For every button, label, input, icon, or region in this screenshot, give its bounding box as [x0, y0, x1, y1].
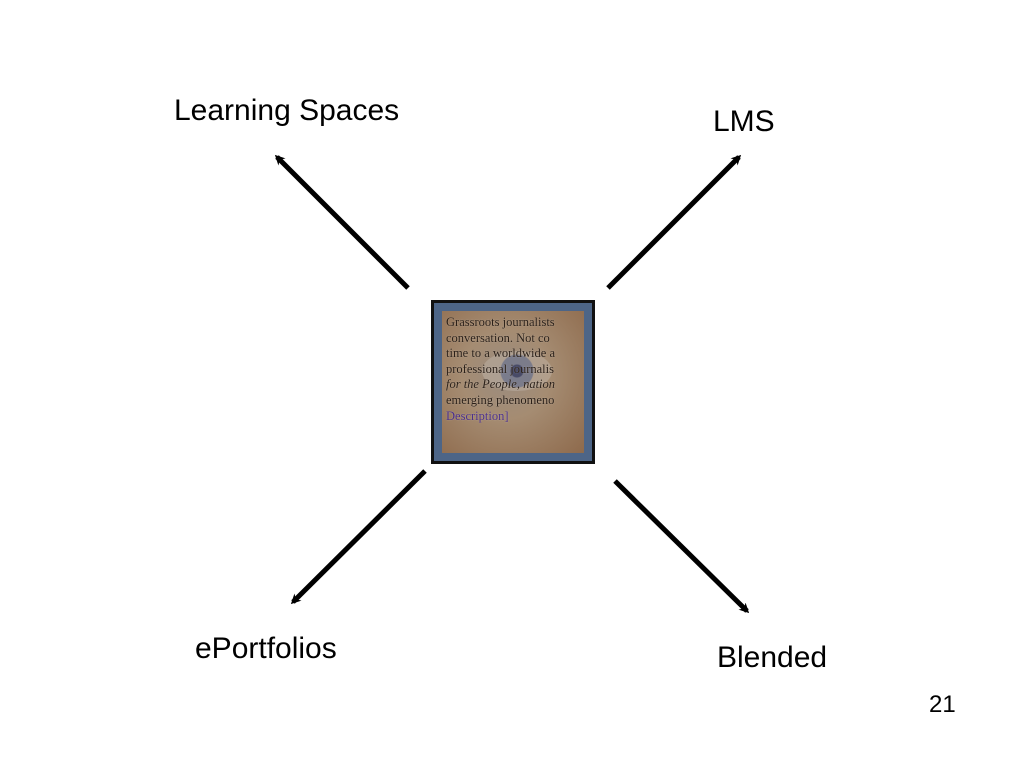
image-text-line: Description]	[446, 408, 509, 423]
arrow-learning-spaces	[274, 154, 410, 290]
image-text-line: time to a worldwide a	[446, 346, 555, 361]
label-lms: LMS	[713, 105, 775, 138]
label-learning-spaces: Learning Spaces	[174, 94, 400, 127]
arrow-blended	[613, 479, 750, 614]
label-eportfolios: ePortfolios	[195, 632, 337, 665]
image-text-line: for the People, nation	[446, 377, 556, 392]
center-image-text: Grassroots journalists conversation. Not…	[446, 315, 555, 424]
page-number: 21	[929, 691, 956, 718]
center-image: Grassroots journalists conversation. Not…	[431, 300, 595, 464]
label-blended: Blended	[717, 641, 828, 674]
image-text-line: Grassroots journalists	[446, 315, 555, 329]
arrow-eportfolios	[290, 469, 427, 605]
image-text-line: emerging phenomeno	[446, 392, 555, 407]
image-text-line: conversation. Not co	[446, 330, 550, 345]
arrow-lms	[606, 154, 742, 290]
image-text-line: professional journalis	[446, 361, 554, 376]
eye-graphic	[482, 351, 552, 391]
center-image-photo: Grassroots journalists conversation. Not…	[442, 311, 584, 453]
